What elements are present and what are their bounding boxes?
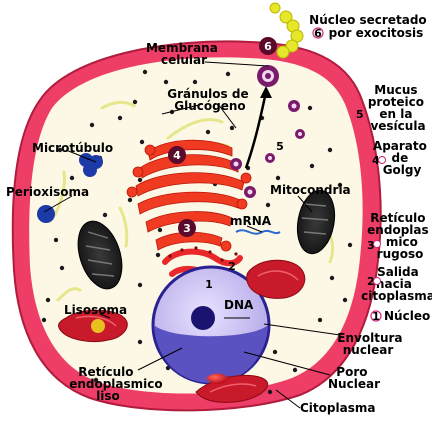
label-poro: Poro Nuclear <box>328 365 380 391</box>
label-mrna: mRNA <box>230 214 272 228</box>
golgi-apparatus <box>126 139 252 252</box>
svg-text:5: 5 <box>276 140 284 153</box>
label-reticulo-rugoso: Retículo endoplas mico rugoso <box>367 211 432 261</box>
nucleolus <box>191 306 215 330</box>
badge-6-legend: 6 <box>312 27 324 40</box>
badge-2: 2 <box>228 260 236 273</box>
badge-5: 5 <box>276 140 284 153</box>
mitochondrion-left <box>77 220 123 290</box>
badge-3: 3 <box>178 219 196 237</box>
svg-text:6: 6 <box>264 40 272 53</box>
cytoplasm <box>29 57 363 394</box>
label-perioxisoma: Perioxisoma <box>6 185 89 199</box>
svg-text:2: 2 <box>228 260 236 273</box>
svg-text:1: 1 <box>205 278 213 291</box>
svg-text:3: 3 <box>367 239 375 252</box>
label-salida: Salida hacia citoplasma <box>361 265 432 303</box>
svg-text:1: 1 <box>372 310 380 323</box>
badge-4: 4 <box>168 146 186 164</box>
badge-5-legend: 5 <box>356 108 364 121</box>
label-microtubulo: Microtúbulo <box>32 141 113 155</box>
rough-er-right <box>246 259 306 299</box>
label-reticulo-liso: Retículo endoplasmico liso <box>69 365 167 403</box>
label-granulos: Gránulos de Glucógeno <box>167 87 253 113</box>
lysosome-small <box>206 373 228 384</box>
badge-2-legend: 2 <box>367 275 381 288</box>
lysosome <box>91 319 105 333</box>
svg-text:4: 4 <box>372 154 380 167</box>
label-mucus: Mucus proteico en la vesícula <box>368 83 428 133</box>
svg-text:2: 2 <box>367 275 375 288</box>
leader-lines <box>43 61 341 409</box>
label-lisosoma: Lisosoma <box>64 303 127 317</box>
ribosomes <box>168 246 238 262</box>
label-nucleo: Núcleo <box>384 309 430 323</box>
nucleolus-region <box>154 325 268 383</box>
svg-text:4: 4 <box>173 149 181 162</box>
badge-1: 1 <box>205 278 213 291</box>
svg-text:6: 6 <box>314 27 322 40</box>
label-nucleo-secretado: Núcleo secretado por exocitosis <box>309 13 431 40</box>
svg-text:3: 3 <box>183 222 191 235</box>
label-envoltura: Envoltura nuclear <box>337 331 406 357</box>
label-mitocondria: Mitocondria <box>270 183 351 197</box>
badge-1-legend: 1 <box>370 310 382 323</box>
badge-6-top: 6 <box>259 37 277 55</box>
secreted-granules <box>269 2 304 59</box>
golgi-vesicles <box>230 100 305 198</box>
badge-4-legend: 4 <box>372 154 386 167</box>
badge-3-legend: 3 <box>367 239 381 252</box>
label-membrana: Membrana celular <box>146 41 222 67</box>
label-citoplasma: Citoplasma <box>300 401 375 415</box>
label-aparato: Aparato de Golgy <box>373 139 431 177</box>
label-dna: DNA <box>224 298 254 312</box>
